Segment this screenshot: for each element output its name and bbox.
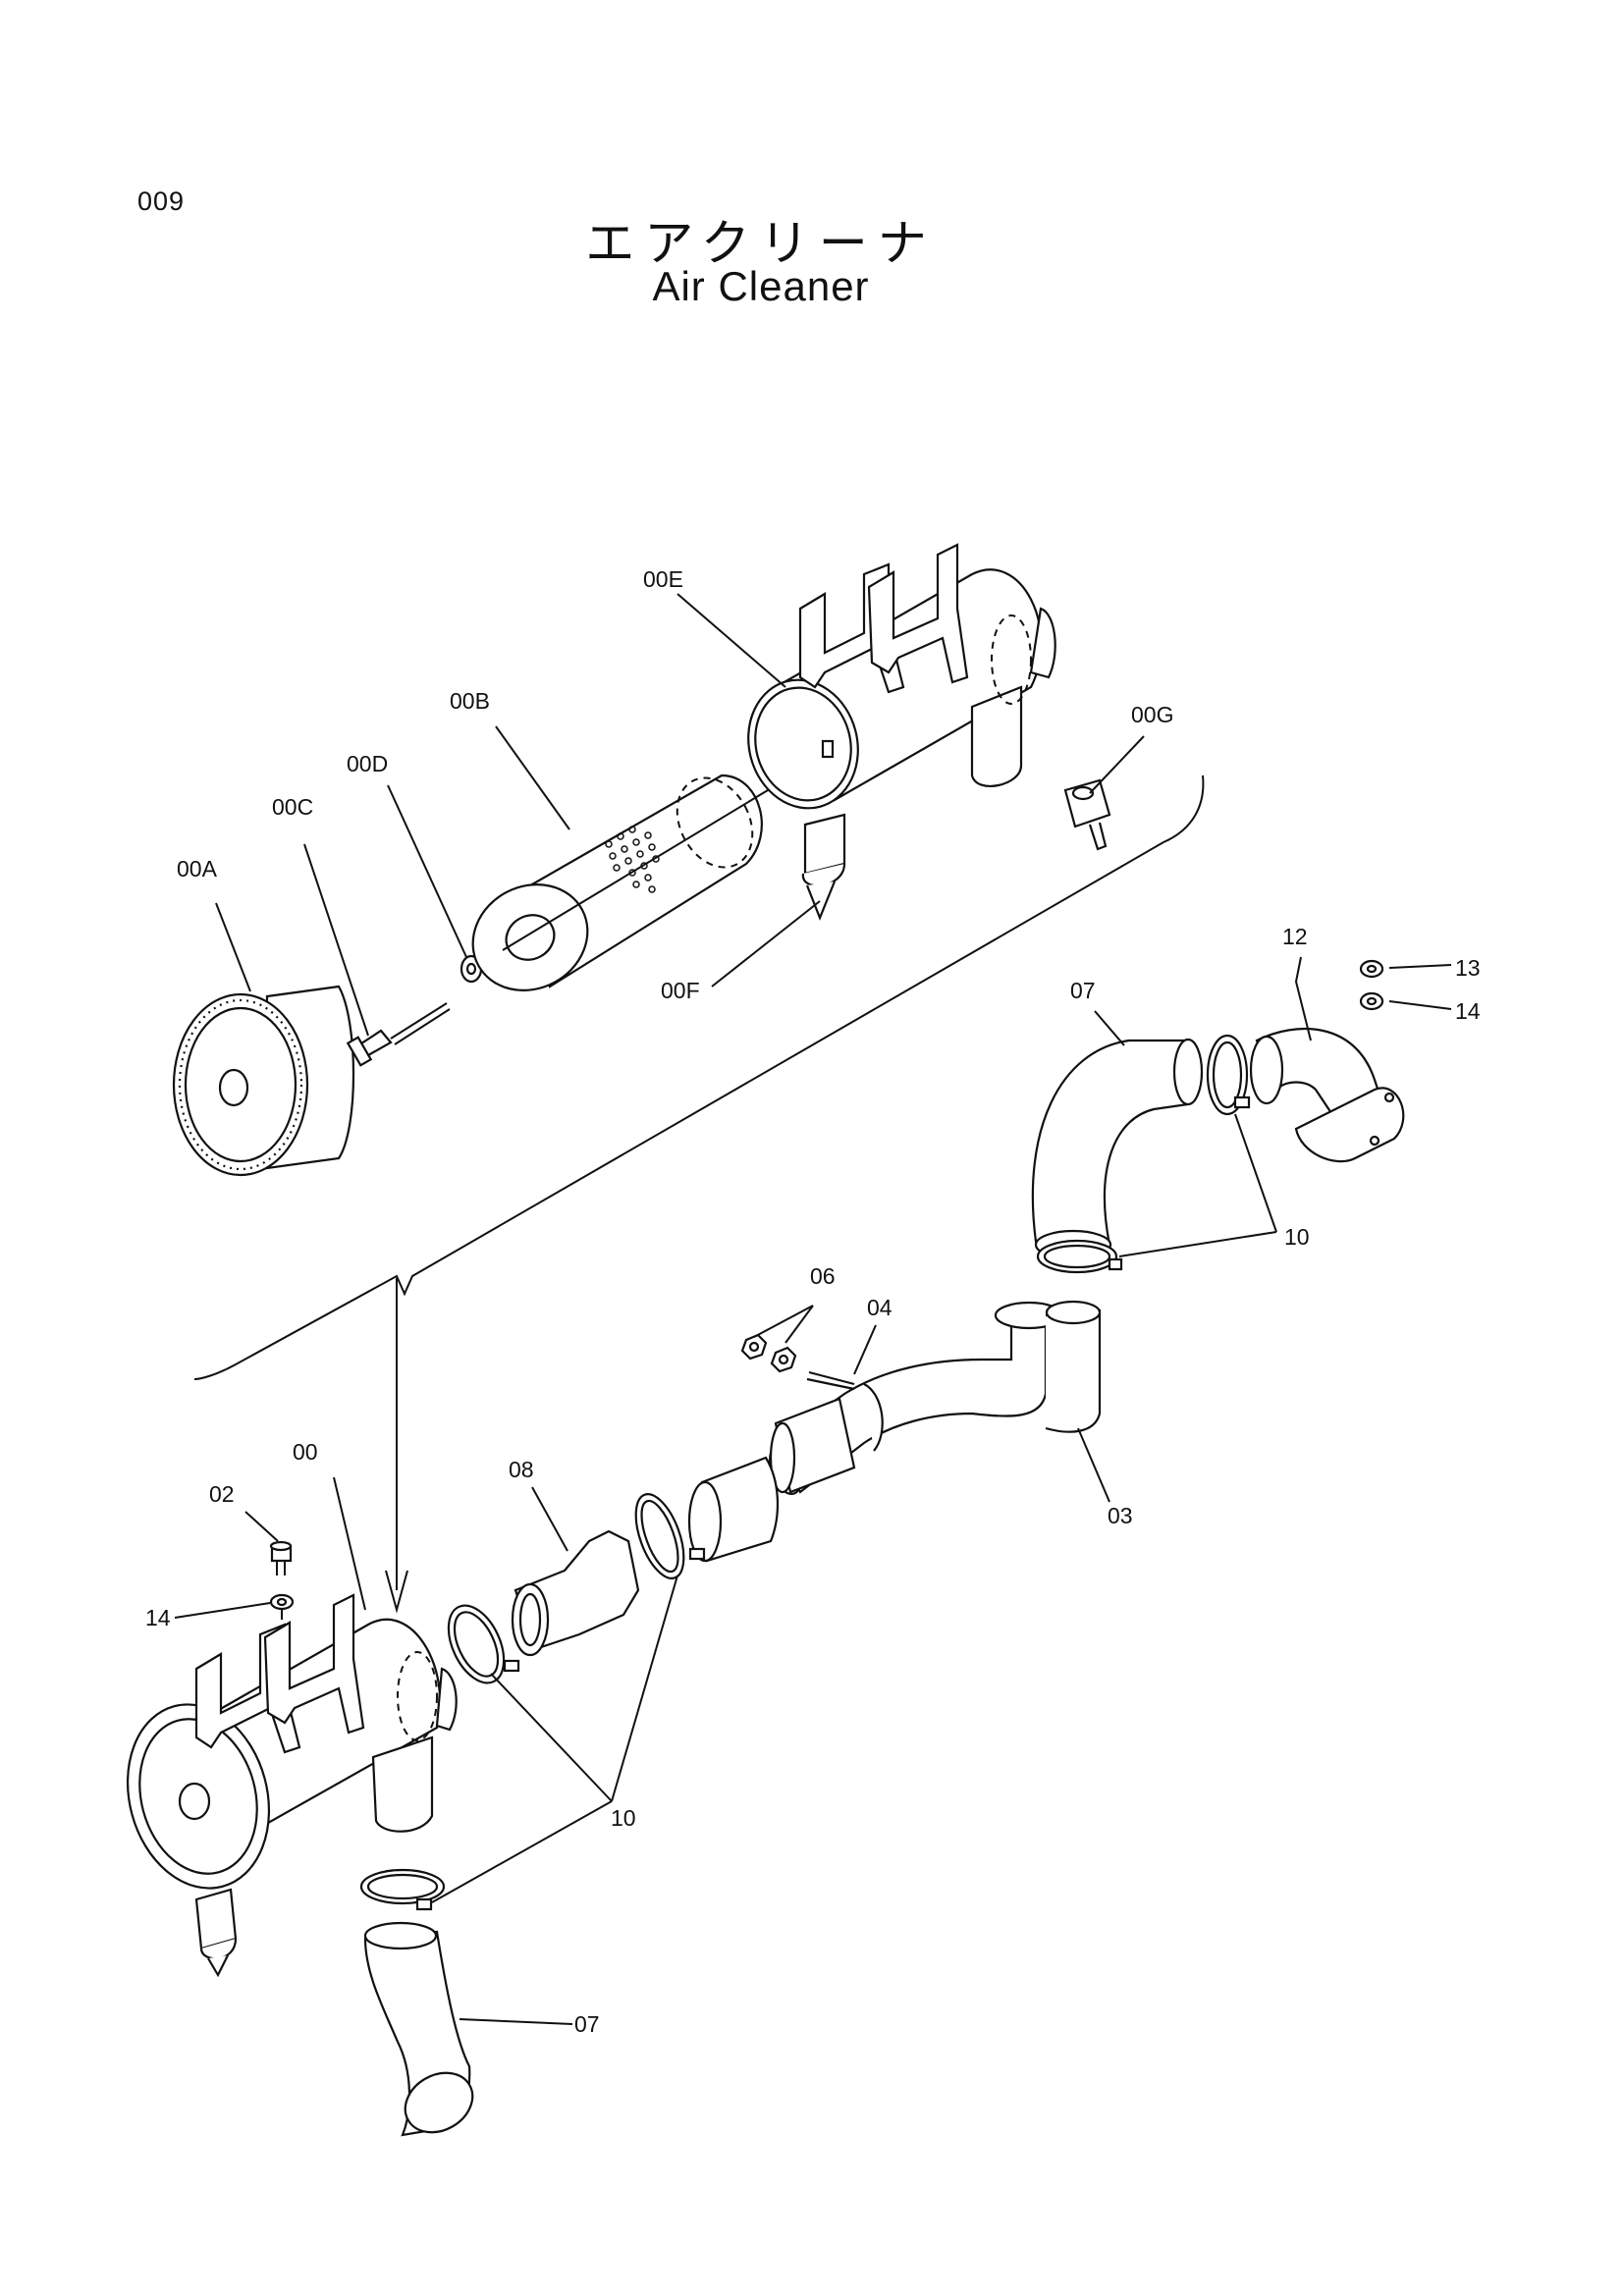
callout-03: 03	[1108, 1503, 1133, 1528]
elbow-hose-07-lower	[363, 1921, 474, 2137]
leader-lines	[174, 593, 1452, 2025]
callout-04: 04	[867, 1295, 893, 1320]
callout-00c: 00C	[272, 794, 313, 820]
title-japanese: エアクリーナ	[585, 215, 937, 272]
callout-10-lower: 10	[611, 1805, 636, 1831]
page-number: 009	[137, 187, 186, 216]
callout-07-lower: 07	[574, 2011, 600, 2037]
callout-00b: 00B	[450, 688, 490, 714]
reducer-hose-08	[511, 1529, 640, 1657]
wing-bolt-00c	[346, 1002, 451, 1067]
callout-13: 13	[1455, 955, 1481, 981]
washer-14-lower	[269, 1593, 295, 1620]
callout-14-upper: 14	[1455, 998, 1481, 1024]
title-english: Air Cleaner	[652, 263, 870, 309]
bolt-02	[269, 1540, 293, 1575]
end-cap-00a	[172, 985, 355, 1177]
callout-07-upper: 07	[1070, 978, 1096, 1003]
callout-06: 06	[810, 1263, 836, 1289]
elbow-12	[1249, 1027, 1405, 1163]
callout-00a: 00A	[177, 856, 218, 881]
straight-hose	[687, 1456, 779, 1563]
evacuator-valve-00g	[1063, 778, 1111, 851]
washer-14-upper	[1359, 991, 1384, 1011]
exploded-view-bracket	[193, 774, 1205, 1614]
nuts-06	[740, 1333, 797, 1373]
elbow-hose-07-upper	[1031, 1038, 1204, 1260]
callout-00e: 00E	[643, 566, 683, 592]
callout-10-upper: 10	[1284, 1224, 1310, 1250]
hose-clamp-10-bottom	[359, 1868, 446, 1911]
hose-clamp-10-middle	[1036, 1239, 1123, 1274]
nut-13	[1359, 959, 1384, 979]
callout-14-lower: 14	[145, 1605, 171, 1630]
callout-00f: 00F	[661, 978, 700, 1003]
filter-element-00b	[471, 755, 826, 991]
hose-clamp-10-center	[634, 1493, 706, 1579]
bracket-band-04	[806, 1371, 884, 1452]
air-cleaner-assembly-00	[126, 1593, 458, 1978]
callout-00d: 00D	[347, 751, 388, 776]
hose-clamp-10-upper	[1206, 1034, 1251, 1116]
pipe-sleeve	[769, 1397, 856, 1494]
callout-00g: 00G	[1131, 702, 1173, 727]
callout-00: 00	[293, 1439, 318, 1465]
hose-clamp-10-left	[447, 1604, 520, 1684]
housing-00e	[747, 543, 1056, 921]
callout-12: 12	[1282, 924, 1308, 949]
callout-02: 02	[209, 1481, 235, 1507]
callout-08: 08	[509, 1457, 534, 1482]
